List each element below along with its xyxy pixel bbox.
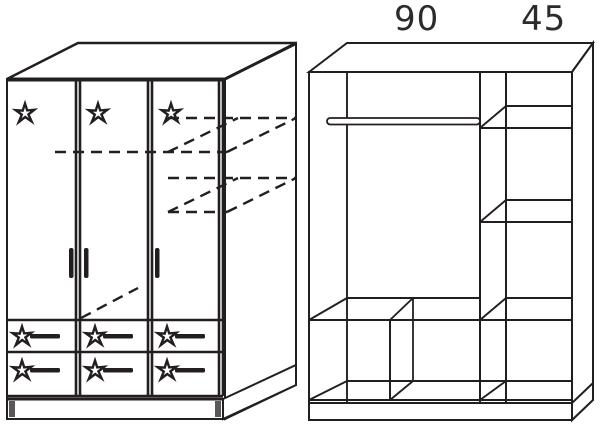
dimension-label-wide-section: 90 bbox=[394, 0, 440, 39]
interior-narrow-shelf-1 bbox=[479, 105, 572, 129]
drawer-handle-row2-left[interactable] bbox=[11, 359, 60, 381]
interior-view-group bbox=[306, 39, 595, 423]
exterior-top-right-edge bbox=[224, 42, 297, 81]
drawer-handle-row2-center[interactable] bbox=[84, 359, 133, 381]
interior-bottom-floor bbox=[308, 380, 572, 401]
interior-narrow-shelf-3 bbox=[479, 297, 572, 321]
interior-top-panel bbox=[306, 42, 595, 73]
exterior-view-group bbox=[6, 41, 297, 421]
drawer-handle-row2-right[interactable] bbox=[156, 359, 205, 381]
interior-plinth bbox=[308, 380, 594, 423]
exterior-hidden-door-edge bbox=[80, 286, 139, 320]
exterior-side-panel bbox=[224, 41, 297, 421]
drawer-handle-row1-center[interactable] bbox=[84, 325, 133, 347]
door-handle-bar-center-left[interactable] bbox=[69, 248, 74, 278]
dimension-label-narrow-section: 45 bbox=[521, 0, 567, 39]
exterior-hidden-shelf-lower bbox=[167, 176, 297, 214]
exterior-door-gaps bbox=[74, 79, 225, 396]
interior-side-panel bbox=[571, 39, 594, 423]
door-handle-bar-center-right[interactable] bbox=[84, 248, 89, 278]
interior-narrow-shelf-2 bbox=[479, 199, 572, 223]
exterior-plinth bbox=[6, 363, 297, 421]
drawer-handle-row1-right[interactable] bbox=[156, 325, 205, 347]
door-handle-bar-right[interactable] bbox=[155, 248, 160, 278]
interior-carcass-inner-walls bbox=[346, 72, 573, 420]
hanging-rail bbox=[326, 117, 481, 126]
drawer-handle-row1-left[interactable] bbox=[11, 325, 60, 347]
exterior-hidden-shelf-upper bbox=[55, 116, 297, 154]
interior-bottom-dividers bbox=[389, 297, 507, 401]
interior-front-outline bbox=[308, 71, 573, 421]
exterior-drawer-dividers bbox=[7, 318, 223, 398]
